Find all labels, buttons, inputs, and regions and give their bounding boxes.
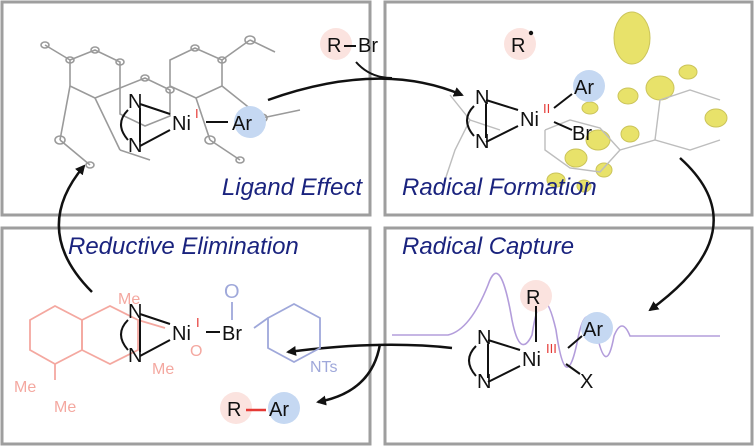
panel-bottom-left [0, 226, 372, 446]
product-ar-highlight [268, 392, 300, 424]
nickel-complex-bottom-left: N N Ni I Br [120, 301, 242, 367]
reagent-r-label: R [327, 35, 341, 57]
ring-oxygen-label: O [190, 343, 202, 360]
radical-dot [528, 30, 534, 36]
crystal-structure-drawing [40, 35, 301, 169]
title-radical-formation: Radical Formation [402, 174, 597, 201]
nickel-complex-top-left: N N Ni I Ar [120, 91, 266, 157]
title-ligand-effect: Ligand Effect [222, 174, 363, 201]
n-top-label-bl: N [128, 301, 142, 323]
panel-top-right [383, 0, 754, 217]
ar-highlight-br [581, 312, 613, 344]
n-bottom-label-bl: N [128, 345, 142, 367]
epr-trace [392, 272, 720, 368]
n-bottom-label-br: N [477, 371, 491, 393]
oxidation-state-label-br: III [546, 341, 557, 356]
nickel-label-tr: Ni [520, 109, 539, 131]
arrow-product-release [316, 343, 382, 406]
radical-r-label: R [511, 35, 525, 57]
faded-piperidine [231, 302, 321, 364]
br-label-bl: Br [222, 323, 242, 345]
reagent-r-br: R Br [320, 28, 378, 60]
faded-ligand-substrate [29, 304, 166, 380]
product-r-ar: R Ar [220, 392, 300, 424]
product-ar-label: Ar [269, 399, 289, 421]
nickel-label-br: Ni [522, 349, 541, 371]
ar-label: Ar [232, 113, 252, 135]
product-r-highlight [220, 392, 252, 424]
ar-label-br: Ar [583, 319, 603, 341]
n-top-label-br: N [477, 327, 491, 349]
ar-highlight [234, 106, 266, 138]
r-label-br: R [526, 287, 540, 309]
ar-highlight-tr [573, 70, 605, 102]
oxidation-state-label-bl: I [196, 315, 200, 330]
n-bottom-label: N [128, 135, 142, 157]
arrow-radical-capture [648, 157, 715, 312]
me-label-2: Me [152, 361, 174, 378]
n-top-label-tr: N [475, 87, 489, 109]
arrow-regenerate-catalyst [57, 164, 93, 293]
nickel-label-bl: Ni [172, 323, 191, 345]
radical-r-dot: R [504, 28, 536, 60]
n-bottom-label-tr: N [475, 131, 489, 153]
title-radical-capture: Radical Capture [402, 233, 574, 260]
arrow-oxidative-addition [267, 77, 464, 102]
carbonyl-oxygen-label: O [224, 281, 240, 303]
oxidation-state-label-tr: II [543, 101, 550, 116]
br-label-tr: Br [572, 123, 592, 145]
r-highlight-br [520, 280, 552, 312]
n-top-label: N [128, 91, 142, 113]
me-label-1: Me [118, 291, 140, 308]
me-label-4: Me [54, 399, 76, 416]
nts-label: NTs [310, 359, 338, 376]
arrow-reductive-elimination [286, 343, 453, 356]
title-reductive-elimination: Reductive Elimination [68, 233, 299, 260]
x-label-br: X [580, 371, 593, 393]
nickel-complex-top-right: N N Ni II Ar Br [466, 70, 605, 153]
radical-r-highlight [504, 28, 536, 60]
nickel-label: Ni [172, 113, 191, 135]
product-r-label: R [227, 399, 241, 421]
panel-bottom-right [383, 226, 754, 446]
nickel-complex-bottom-right: N N R Ni III Ar X [468, 280, 613, 393]
ar-label-tr: Ar [574, 77, 594, 99]
r-highlight [320, 28, 352, 60]
me-label-3: Me [14, 379, 36, 396]
radical-molecule-skeleton [444, 89, 721, 181]
panel-top-left [0, 0, 372, 217]
oxidation-state-label: I [195, 106, 199, 121]
spin-density-plot [546, 11, 728, 193]
reagent-br-label: Br [358, 35, 378, 57]
